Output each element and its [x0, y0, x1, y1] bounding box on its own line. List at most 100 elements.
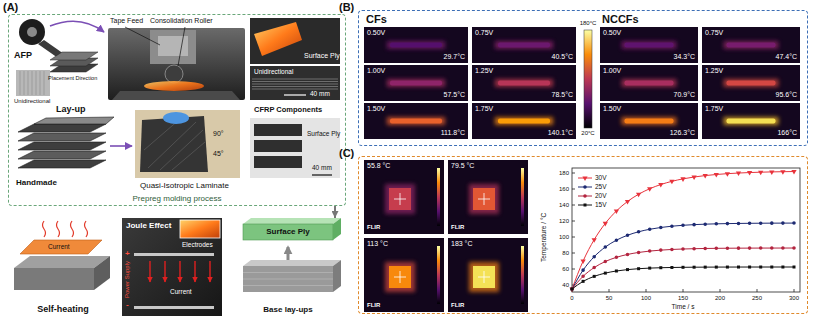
polarity-sign: - — [126, 300, 129, 309]
heat-glow — [622, 41, 677, 49]
legend-marker — [584, 204, 587, 207]
part-name: Consolidation Roller — [150, 17, 213, 25]
panel-letter: (C) — [339, 147, 354, 160]
illustration-part — [144, 81, 204, 91]
illustration-part — [18, 142, 106, 150]
heat-glow — [724, 117, 779, 125]
data-marker — [581, 268, 585, 272]
ply-angle: 45° — [213, 150, 224, 158]
illustration-part — [19, 19, 45, 45]
legend-sample — [578, 185, 592, 189]
tick-label: 180 — [559, 170, 569, 177]
temperature-reading: 166°C — [777, 129, 797, 137]
illustration-part — [14, 268, 94, 290]
thermal-background — [600, 103, 698, 139]
surface-ply-illustration — [243, 218, 341, 292]
thermal-image — [702, 103, 800, 139]
data-marker — [580, 259, 585, 264]
thermal-background — [448, 238, 528, 312]
illustration-part — [333, 260, 341, 292]
data-marker — [570, 287, 574, 291]
data-marker — [759, 221, 763, 225]
data-marker — [792, 246, 796, 250]
illustration-part — [252, 84, 338, 85]
data-marker — [770, 246, 774, 250]
data-marker — [692, 247, 696, 251]
heating-head-photo — [250, 18, 340, 64]
thermal-background — [702, 27, 800, 63]
voltage-reading: 1.75V — [475, 105, 493, 113]
legend-marker — [582, 176, 587, 181]
color-scale-bar — [437, 246, 440, 304]
thermal-image — [448, 238, 528, 312]
panel-letter: (B) — [339, 1, 354, 14]
heated-fiber — [625, 43, 674, 48]
illustration-part — [148, 122, 196, 168]
part-name: Quasi-Isotropic Laminate — [140, 181, 229, 190]
illustration-part — [209, 261, 210, 282]
illustration-part — [252, 89, 338, 90]
legend-sample — [578, 176, 592, 181]
data-marker — [604, 272, 607, 275]
illustration-part — [163, 112, 189, 124]
data-marker — [726, 266, 729, 269]
illustration-part — [287, 247, 290, 262]
cfrp-components-photo — [250, 118, 340, 178]
data-marker — [659, 226, 663, 230]
tick-label: 40 — [562, 282, 569, 289]
illustration-part — [243, 272, 333, 273]
ply-type: Unidirectional — [14, 98, 50, 105]
illustration-part — [18, 133, 106, 141]
colorbar-max: 180°C — [580, 20, 597, 27]
data-marker — [648, 267, 651, 270]
thermal-background — [600, 65, 698, 101]
illustration-part — [122, 218, 222, 316]
illustration-part — [333, 218, 341, 240]
temperature-reading: 111.8°C — [441, 129, 465, 137]
camera-brand: FLIR — [451, 224, 464, 231]
heated-fiber — [727, 81, 776, 86]
thermal-image — [364, 65, 468, 101]
temperature-reading: 70.9°C — [674, 91, 695, 99]
thermal-image — [600, 103, 698, 139]
data-marker — [714, 173, 719, 178]
data-marker — [615, 238, 619, 242]
voltage-reading: 1.00V — [603, 67, 621, 75]
thermal-background — [364, 103, 468, 139]
part-name: CFRP Components — [254, 106, 322, 115]
data-marker — [748, 246, 752, 250]
legend-sample — [578, 204, 592, 207]
data-marker — [781, 266, 784, 269]
colorbar-min: 20°C — [581, 130, 594, 137]
group-heading: NCCFs — [602, 13, 639, 26]
thermal-image — [702, 27, 800, 63]
concept-name: Self-heating — [37, 304, 89, 314]
illustration-part — [20, 240, 102, 254]
illustration-part — [14, 256, 110, 268]
data-marker — [704, 266, 707, 269]
data-marker — [592, 266, 596, 270]
crosshair — [400, 271, 401, 283]
scale-bar-label: 40 mm — [310, 90, 330, 97]
ply-angle: 90° — [213, 130, 224, 138]
axis-tick — [683, 289, 684, 292]
illustration-part — [243, 279, 333, 280]
data-marker — [636, 193, 641, 198]
axis-title: Time / s — [672, 303, 695, 310]
data-series-line — [572, 248, 794, 289]
voltage-reading: 0.75V — [705, 29, 723, 37]
illustration-part — [284, 94, 306, 95]
self-heating-box: Self-heating — [8, 218, 118, 316]
heated-fiber — [498, 81, 550, 86]
heat-glow — [622, 117, 677, 125]
data-marker — [658, 183, 663, 188]
color-scale-bar — [584, 30, 592, 128]
tick-label: 140 — [559, 202, 569, 209]
data-marker — [681, 247, 685, 251]
heat-glow — [495, 41, 553, 49]
heated-fiber — [498, 119, 550, 124]
process-name: Handmade — [16, 178, 57, 187]
thermal-image — [600, 27, 698, 63]
illustration-part — [134, 253, 214, 256]
temperature-reading: 79.5 °C — [451, 162, 474, 170]
